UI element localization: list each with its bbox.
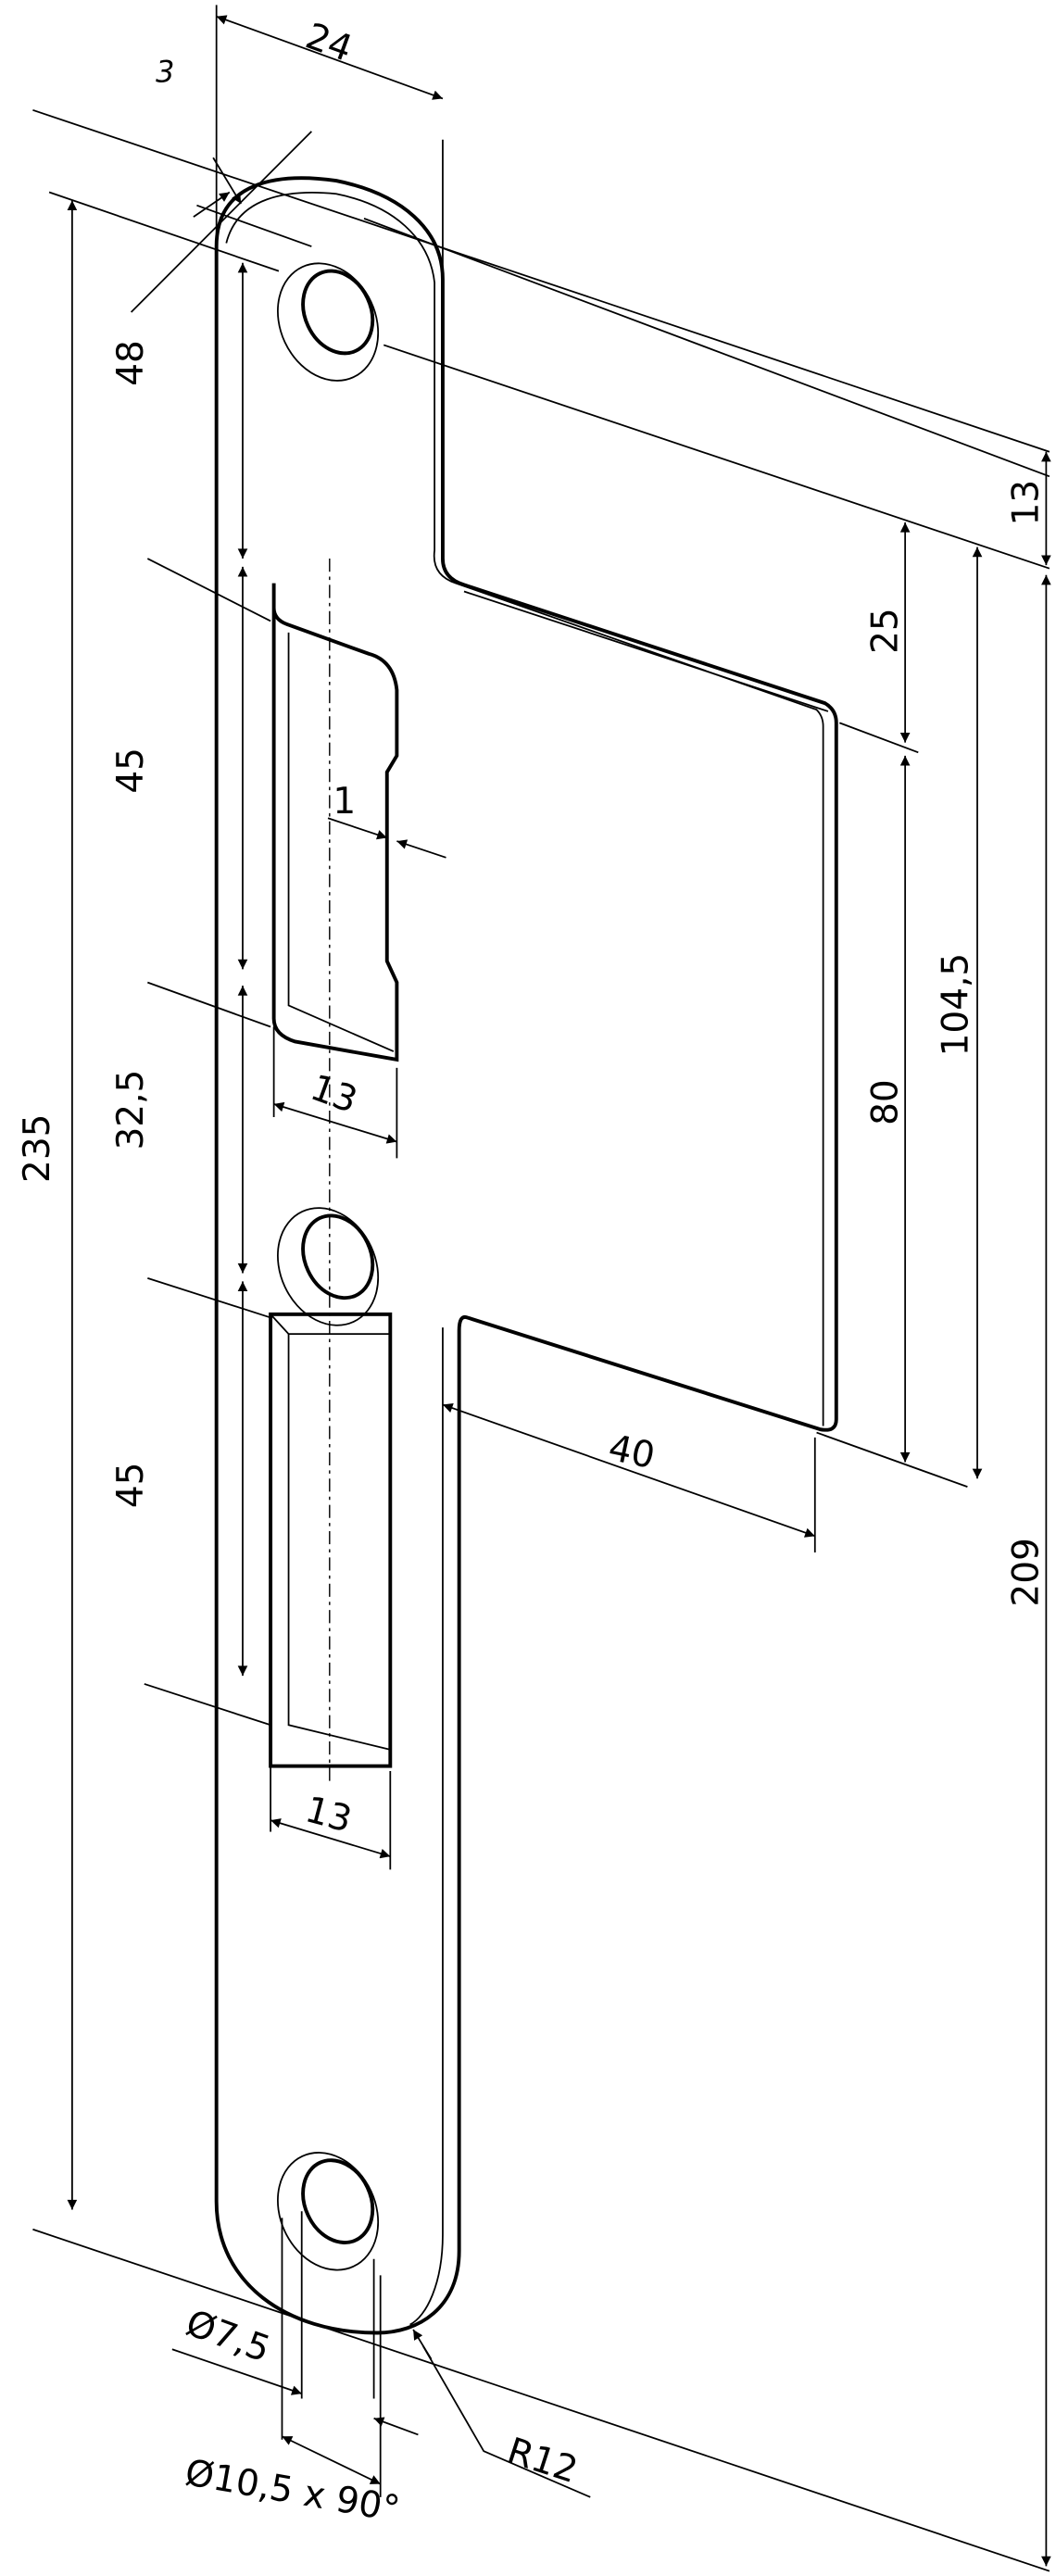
upper-slot	[271, 583, 399, 1062]
label-48: 48	[110, 340, 152, 386]
label-32-5: 32,5	[110, 1070, 152, 1150]
label-radius: R12	[502, 2431, 583, 2493]
middle-hole	[301, 1213, 375, 1301]
dimension-lines	[32, 5, 1051, 2572]
label-80: 80	[864, 1079, 906, 1125]
dimension-labels: 24 3 48 45 32,5 45 235 1 13 13 40 25 80 …	[17, 16, 1047, 2532]
label-13-slot1: 13	[305, 1067, 362, 1122]
bottom-hole	[301, 2158, 375, 2244]
top-hole-countersink	[277, 262, 380, 382]
lower-slot	[269, 1312, 393, 1768]
top-hole	[301, 269, 375, 356]
bottom-hole-countersink	[277, 2152, 380, 2271]
label-1: 1	[333, 781, 356, 823]
label-45-lower: 45	[110, 1463, 152, 1509]
label-45-upper: 45	[110, 748, 152, 794]
label-104-5: 104,5	[935, 953, 976, 1057]
label-13-slot2: 13	[301, 1789, 356, 1841]
middle-hole-countersink	[277, 1207, 380, 1326]
label-25: 25	[864, 608, 906, 654]
slots	[269, 559, 399, 1783]
label-countersink: Ø10,5 x 90°	[182, 2452, 403, 2531]
mounting-holes	[277, 262, 380, 2271]
label-3: 3	[156, 55, 174, 90]
label-209: 209	[1006, 1538, 1048, 1606]
label-hole-diameter: Ø7,5	[181, 2303, 275, 2371]
label-24: 24	[300, 16, 358, 70]
label-235: 235	[17, 1114, 58, 1183]
plate-outline	[214, 176, 838, 2335]
label-13-top: 13	[1006, 480, 1048, 526]
label-40: 40	[605, 1427, 659, 1477]
